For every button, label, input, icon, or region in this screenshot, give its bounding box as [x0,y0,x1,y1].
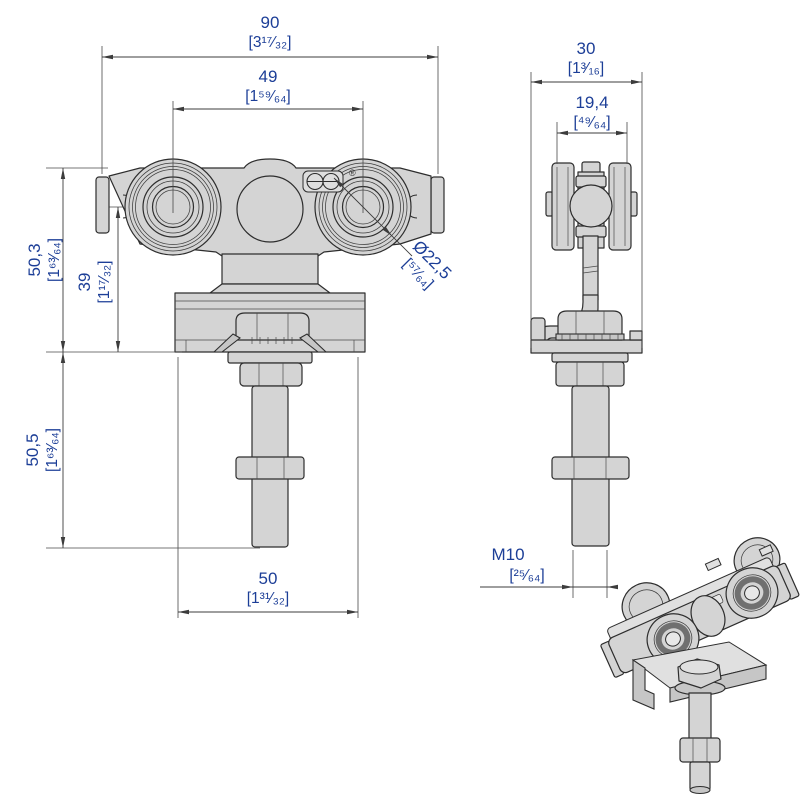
washer-serrations [561,334,619,340]
bracket-step [629,330,643,341]
dim-imperial: [3¹⁷⁄₃₂] [249,34,292,51]
dim-imperial: [1³⁄₁₆] [568,60,604,77]
body-end-tab-right [430,176,445,234]
dim-imperial: [1⁶³⁄₆₄] [46,238,63,282]
main-hex-nut [239,362,303,387]
iso-wheel-front-right [725,567,779,619]
iso-clip [704,557,722,572]
dim-imperial: [²⁵⁄₆₄] [509,567,544,584]
side-view [530,161,643,547]
top-hex-nut-side [557,310,623,341]
iso-clip [758,544,774,557]
dimension-wheel-spacing: 19,4 [⁴⁹⁄₆₄] [556,93,628,164]
hex-nut-side [555,361,625,387]
bracket-leg [530,317,546,343]
washer-serrations [251,337,293,344]
bracket-plate [530,339,643,354]
lower-retainer [575,225,607,238]
mid-hex-nut [235,456,305,480]
dim-value: 49 [259,67,278,86]
dim-value: 50 [259,569,278,588]
upper-hex-nut [235,312,310,341]
hanger-mark [582,265,599,269]
iso-hex-nut [679,737,721,763]
dimension-roller-spacing: 49 [1⁵⁹⁄₆₄] [172,67,364,213]
hanger-mark [582,270,599,274]
dimension-body-height: 39 [1¹⁷⁄₃₂] [75,207,121,352]
iso-rod [688,692,712,742]
mid-hex-nut-side [551,456,630,480]
articulation-ball [569,184,613,228]
dimension-lower-height: 50,5 [1⁶³⁄₆₄] [23,352,66,548]
dimension-overall-width: 90 [3¹⁷⁄₃₂] [101,13,439,174]
dim-value: M10 [491,545,524,564]
axle-cap [581,161,601,174]
dimension-plate-width: 50 [1³¹⁄₃₂] [177,357,359,618]
wheel-right [608,162,632,251]
dim-value: 90 [261,13,280,32]
front-view: ® [95,158,445,548]
dimension-thread-size: M10 [²⁵⁄₆₄] [480,545,618,598]
serrated-washer [555,333,625,341]
washer-side [551,352,629,363]
dim-value: 19,4 [575,93,608,112]
brand-logo: ® [302,168,356,193]
dim-imperial: [⁴⁹⁄₆₄] [573,114,610,131]
dimensions: 90 [3¹⁷⁄₃₂] 49 [1⁵⁹⁄₆₄] 30 [1³⁄₁₆] [23,13,643,618]
washer-plate [227,351,313,364]
body-stem [221,253,319,285]
dim-value: 30 [577,39,596,58]
center-boss [236,175,304,243]
dim-imperial: [1⁶³⁄₆₄] [44,428,61,472]
iso-rod-end [689,785,711,795]
iso-view [600,537,800,795]
dim-imperial: [1⁵⁹⁄₆₄] [245,88,290,105]
dim-imperial: [1³¹⁄₃₂] [247,590,289,607]
dim-value: 50,5 [23,433,42,466]
lock-washer-tab-right [299,333,328,353]
dimension-side-width: 30 [1³⁄₁₆] [530,39,643,348]
stem-chamfer [209,283,331,294]
dim-imperial: [1¹⁷⁄₃₂] [96,261,113,304]
registered-trademark: ® [349,168,356,178]
iso-bolt-head [677,658,722,689]
body-end-tab-left [95,176,110,234]
iso-rod-tip [689,761,711,791]
wheel-left [551,162,575,251]
dim-value: 39 [75,273,94,292]
dimension-upper-height: 50,3 [1⁶³⁄₆₄] [25,168,66,352]
lock-washer-tab-left [212,333,241,353]
dim-value: 50,3 [25,243,44,276]
